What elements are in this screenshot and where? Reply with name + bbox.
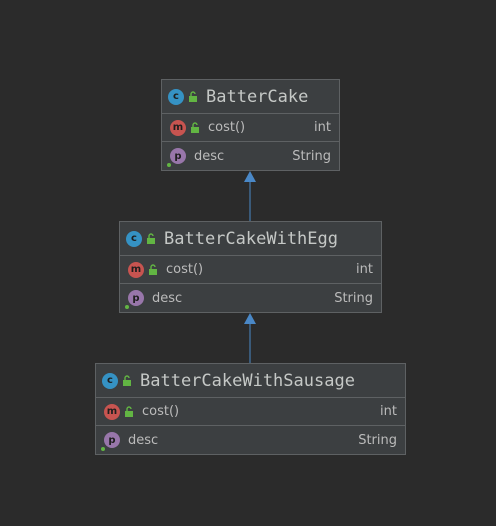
method-name: cost() bbox=[166, 262, 204, 277]
public-lock-icon bbox=[191, 121, 199, 133]
method-return-type: int bbox=[380, 404, 397, 419]
class-header: c BatterCakeWithSausage bbox=[96, 364, 405, 398]
method-return-type: int bbox=[314, 120, 331, 135]
method-icon: m bbox=[128, 261, 144, 278]
class-name: BatterCakeWithEgg bbox=[164, 228, 338, 249]
arrow-egg-to-battercake bbox=[244, 171, 256, 221]
property-icon: p bbox=[125, 290, 144, 309]
method-name: cost() bbox=[142, 404, 180, 419]
method-icon: m bbox=[104, 403, 120, 420]
property-badge-letter: p bbox=[132, 292, 140, 304]
public-lock-icon bbox=[189, 90, 197, 102]
class-name: BatterCake bbox=[206, 86, 309, 107]
public-dot-icon bbox=[101, 447, 105, 451]
public-dot-icon bbox=[125, 305, 129, 309]
class-icon: c bbox=[126, 230, 142, 247]
class-battercakewithsausage[interactable]: c BatterCakeWithSausage m cost() int p d… bbox=[95, 363, 406, 455]
class-battercakewithegg[interactable]: c BatterCakeWithEgg m cost() int p desc … bbox=[119, 221, 382, 313]
property-icon: p bbox=[101, 432, 120, 451]
property-badge-letter: p bbox=[174, 150, 182, 162]
method-return-type: int bbox=[356, 262, 373, 277]
class-header: c BatterCakeWithEgg bbox=[120, 222, 381, 256]
class-header: c BatterCake bbox=[162, 80, 339, 114]
property-type: String bbox=[292, 148, 331, 164]
arrow-sausage-to-egg bbox=[244, 313, 256, 363]
property-type: String bbox=[358, 432, 397, 448]
method-name: cost() bbox=[208, 120, 246, 135]
class-battercake[interactable]: c BatterCake m cost() int p desc String bbox=[161, 79, 340, 171]
class-icon: c bbox=[168, 88, 184, 105]
property-row[interactable]: p desc String bbox=[162, 142, 339, 170]
public-lock-icon bbox=[123, 374, 131, 386]
property-icon: p bbox=[167, 148, 186, 167]
class-icon: c bbox=[102, 372, 118, 389]
property-row[interactable]: p desc String bbox=[120, 284, 381, 312]
property-badge-letter: p bbox=[108, 434, 116, 446]
method-row[interactable]: m cost() int bbox=[162, 114, 339, 142]
public-lock-icon bbox=[149, 263, 157, 275]
method-row[interactable]: m cost() int bbox=[120, 256, 381, 284]
property-name: desc bbox=[194, 148, 225, 164]
method-icon: m bbox=[170, 119, 186, 136]
property-name: desc bbox=[128, 432, 159, 448]
class-name: BatterCakeWithSausage bbox=[140, 370, 355, 391]
property-type: String bbox=[334, 290, 373, 306]
public-lock-icon bbox=[147, 232, 155, 244]
property-name: desc bbox=[152, 290, 183, 306]
property-row[interactable]: p desc String bbox=[96, 426, 405, 454]
public-lock-icon bbox=[125, 405, 133, 417]
public-dot-icon bbox=[167, 163, 171, 167]
method-row[interactable]: m cost() int bbox=[96, 398, 405, 426]
